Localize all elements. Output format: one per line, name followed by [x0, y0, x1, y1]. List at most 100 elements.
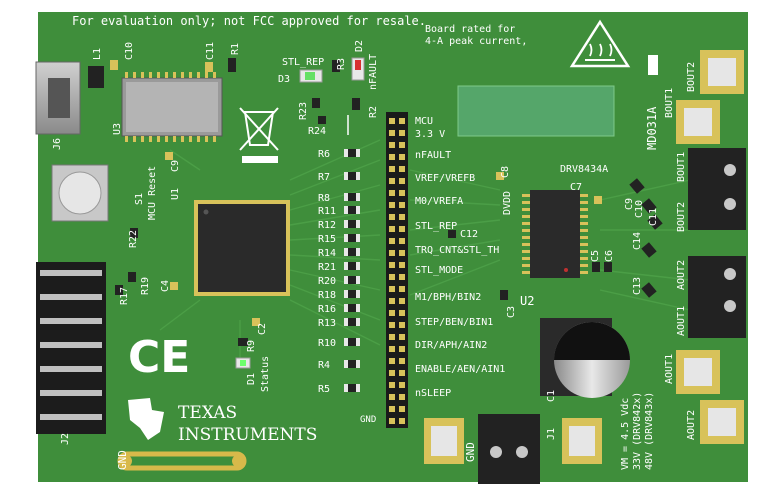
- header-pin: [389, 178, 395, 184]
- label-bout1-j5: BOUT1: [676, 152, 687, 182]
- ti-logo-line1: TEXAS: [178, 403, 237, 423]
- label-c7: C7: [570, 182, 582, 193]
- label-c1: C1: [546, 390, 557, 402]
- label-r23: R23: [298, 102, 309, 120]
- label-aout1-tp: AOUT1: [664, 354, 675, 384]
- resistor-label: R10: [318, 338, 336, 349]
- label-bout2-j5: BOUT2: [676, 202, 687, 232]
- test-point-vm: [562, 418, 602, 464]
- driver-chip-u2: [522, 190, 588, 278]
- usb-port: [48, 78, 70, 118]
- header-pin: [389, 190, 395, 196]
- header-pin: [399, 418, 405, 424]
- resistor-r23: [312, 98, 320, 108]
- resistor-center: [348, 172, 356, 180]
- header-label: TRQ_CNT&STL_TH: [415, 245, 499, 256]
- resistor-center: [348, 304, 356, 312]
- header-pin: [399, 214, 405, 220]
- header-label: M0/VREFA: [415, 196, 463, 207]
- resistor-label: R7: [318, 172, 330, 183]
- header-label: VREF/VREFB: [415, 173, 475, 184]
- header-pin: [389, 226, 395, 232]
- chip-pin: [522, 229, 530, 232]
- ti-logo-line2: INSTRUMENTS: [178, 425, 317, 445]
- inductor-l1: [88, 66, 104, 88]
- label-u3: U3: [112, 123, 123, 135]
- label-c6: C6: [604, 250, 615, 262]
- label-j5: J5: [750, 230, 761, 242]
- cap-c9: [165, 152, 173, 160]
- resistor-label: R15: [318, 234, 336, 245]
- header-pin: [389, 250, 395, 256]
- label-nfault-led: nFAULT: [368, 54, 379, 90]
- label-d1: D1: [246, 373, 257, 385]
- header-pin: [399, 382, 405, 388]
- header-pin: [399, 322, 405, 328]
- cap-c5: [592, 262, 600, 272]
- header-pin: [399, 142, 405, 148]
- resistor-label: R21: [318, 262, 336, 273]
- label-c5: C5: [590, 250, 601, 262]
- header-pin: [389, 382, 395, 388]
- resistor-r22: [130, 228, 138, 238]
- header-pin: [389, 154, 395, 160]
- led-d2-lens: [355, 60, 361, 70]
- resistor-label: R4: [318, 360, 330, 371]
- label-aout1-j4: AOUT1: [676, 306, 687, 336]
- header-pin: [389, 238, 395, 244]
- status-led-lens: [240, 360, 246, 366]
- cap-c2: [252, 318, 260, 326]
- label-r2: R2: [368, 106, 379, 118]
- label-r19: R19: [140, 277, 151, 295]
- chip-pin: [522, 208, 530, 211]
- resistor-center: [348, 149, 356, 157]
- chip-pin: [580, 194, 588, 197]
- resistor-r19: [128, 272, 136, 282]
- label-d3: D3: [278, 74, 290, 85]
- chip-pin: [522, 257, 530, 260]
- resistor-label: R8: [318, 193, 330, 204]
- header-pin: [399, 202, 405, 208]
- label-l1: L1: [92, 48, 103, 60]
- chip-pin: [580, 215, 588, 218]
- label-r3: R3: [336, 58, 347, 70]
- resistor-label: R14: [318, 248, 336, 259]
- chip-pin: [580, 236, 588, 239]
- chip-pin: [580, 201, 588, 204]
- header-pin: [399, 406, 405, 412]
- reset-button[interactable]: [58, 171, 102, 215]
- cap-c10r: [641, 198, 657, 214]
- label-c9: C9: [170, 160, 181, 172]
- header-pin: [399, 166, 405, 172]
- label-c3: C3: [506, 306, 517, 318]
- label-j1: J1: [546, 428, 557, 440]
- cap-c12-part: [448, 230, 456, 238]
- chip-u3: [121, 72, 223, 142]
- label-r9: R9: [246, 340, 257, 352]
- label-bout1-top: BOUT1: [664, 88, 675, 118]
- resistor-center: [348, 290, 356, 298]
- header-pin: [389, 418, 395, 424]
- header-pin: [399, 394, 405, 400]
- header-pin: [389, 358, 395, 364]
- cap-c11r: [647, 214, 663, 230]
- resistor-label: R16: [318, 304, 336, 315]
- label-r17: R17: [119, 287, 130, 305]
- test-point-bout2: [700, 50, 744, 94]
- display-window: [457, 85, 615, 137]
- chip-pin: [522, 236, 530, 239]
- label-gnd-bottom: GND: [116, 450, 129, 470]
- weee-bar: [242, 156, 278, 163]
- header-pin: [389, 370, 395, 376]
- chip-pin: [522, 271, 530, 274]
- chip-pin: [580, 229, 588, 232]
- label-stl-rep: STL_REP: [282, 57, 324, 68]
- resistor-label: R11: [318, 206, 336, 217]
- cap-c6: [604, 262, 612, 272]
- resistor-label: R13: [318, 318, 336, 329]
- chip-pin: [522, 201, 530, 204]
- chip-pin: [522, 264, 530, 267]
- label-c9r: C9: [624, 198, 635, 210]
